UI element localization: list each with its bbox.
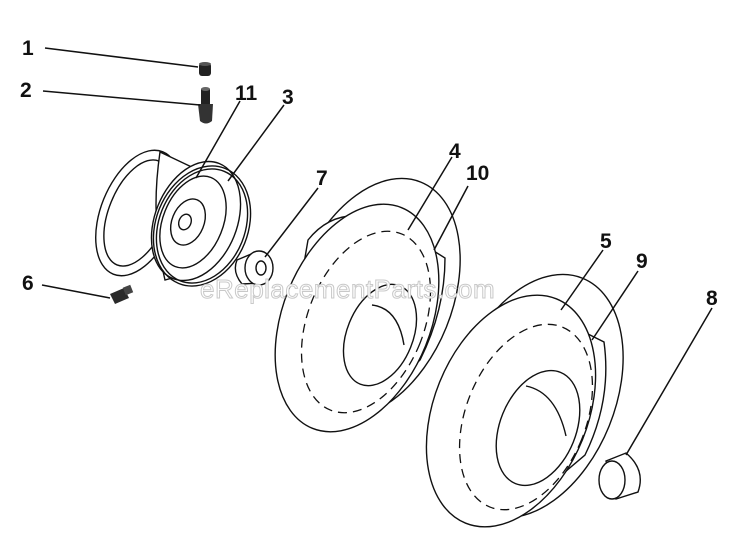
leader-9 [591, 270, 639, 341]
tire-assembly-front [274, 177, 461, 433]
callout-6: 6 [22, 272, 34, 295]
part-2-valve-stem [198, 87, 213, 124]
callout-7: 7 [316, 167, 328, 190]
callout-11: 11 [235, 82, 258, 105]
callout-1: 1 [22, 37, 34, 60]
leader-10 [433, 185, 469, 251]
callout-labels: 1 2 11 3 6 7 4 10 5 9 8 [20, 37, 718, 310]
part-6-grease-fitting [110, 284, 134, 304]
wheel-rim [95, 149, 242, 282]
part-8-hub-cap [598, 452, 641, 500]
callout-8: 8 [706, 287, 718, 310]
leader-7 [264, 187, 319, 258]
leader-8 [625, 307, 713, 456]
tire-assembly-rear [425, 273, 624, 528]
part-7-bushing [234, 250, 274, 286]
callout-4: 4 [449, 140, 461, 163]
part-3-o-ring [152, 165, 252, 287]
callout-3: 3 [282, 86, 294, 109]
callout-2: 2 [20, 79, 32, 102]
leader-4 [407, 156, 453, 231]
callout-10: 10 [466, 162, 489, 185]
callout-9: 9 [636, 250, 648, 273]
leader-11 [195, 100, 241, 179]
leader-2 [42, 90, 201, 106]
leader-3 [227, 104, 285, 182]
leader-1 [44, 47, 199, 68]
leader-5 [560, 249, 604, 311]
callout-5: 5 [600, 230, 612, 253]
watermark-text: eReplacementParts.com [200, 274, 495, 304]
leader-lines [41, 47, 713, 456]
part-1-valve-cap [199, 62, 211, 76]
leader-6 [41, 284, 111, 299]
